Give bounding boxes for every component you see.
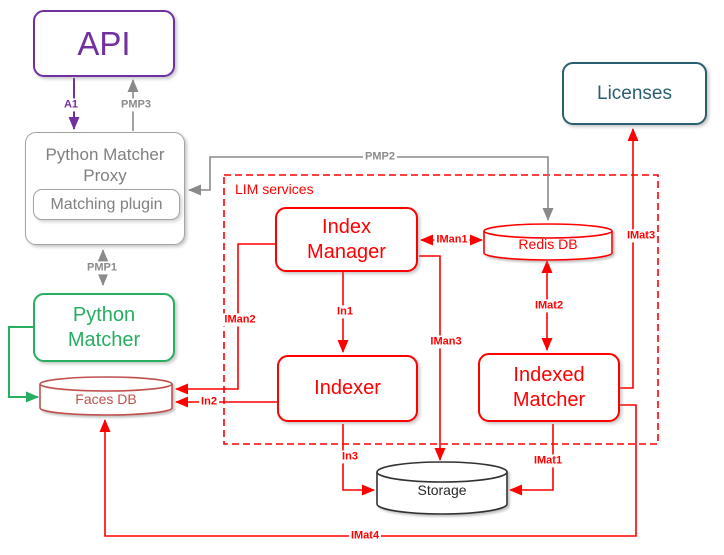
edge-in3 <box>342 424 375 496</box>
index-manager-label: Index Manager <box>307 215 386 263</box>
edge-label-a1: A1 <box>61 98 81 112</box>
edge-label-in2: In2 <box>199 395 219 409</box>
edge-imat1 <box>509 424 554 496</box>
matching-plugin-node: Matching plugin <box>33 189 180 220</box>
edge-label-imat2: IMat2 <box>532 299 566 313</box>
edge-label-imat4: IMat4 <box>348 529 382 543</box>
licenses-node: Licenses <box>562 62 707 125</box>
matching-plugin-label: Matching plugin <box>50 195 163 213</box>
connectors <box>8 78 639 537</box>
api-node: API <box>33 10 175 77</box>
edge-label-pmp1: PMP1 <box>85 261 119 275</box>
licenses-label: Licenses <box>597 82 672 104</box>
edge-iman3 <box>419 255 446 461</box>
edge-label-iman3: IMan3 <box>428 335 464 349</box>
edge-imat3 <box>620 128 639 389</box>
api-label: API <box>77 24 131 62</box>
edge-label-pmp3: PMP3 <box>119 98 153 112</box>
lim-services-boundary <box>223 174 659 445</box>
faces-db-cylinder <box>39 376 173 416</box>
edge-label-in3: In3 <box>340 450 360 464</box>
storage-label: Storage <box>417 482 467 498</box>
edge-label-imat1: IMat1 <box>531 454 565 468</box>
indexer-node: Indexer <box>277 355 418 422</box>
python-matcher-proxy-node: Python Matcher Proxy Matching plugin <box>25 132 185 245</box>
python-matcher-proxy-label: Python Matcher Proxy <box>45 145 165 186</box>
edge-label-pmp2: PMP2 <box>363 150 397 164</box>
index-manager-node: Index Manager <box>275 207 418 272</box>
indexer-label: Indexer <box>314 377 381 399</box>
lim-services-label: LIM services <box>233 181 316 197</box>
edge-pmp2 <box>188 156 554 221</box>
edge-matcher-facesdb <box>8 326 39 403</box>
python-matcher-label: Python Matcher <box>67 303 141 351</box>
indexed-matcher-node: Indexed Matcher <box>478 353 620 422</box>
redis-db-label: Redis DB <box>518 236 578 252</box>
edge-label-iman2: IMan2 <box>222 313 258 327</box>
python-matcher-node: Python Matcher <box>33 293 175 362</box>
storage-cylinder <box>376 461 508 515</box>
faces-db-label: Faces DB <box>75 391 137 407</box>
indexed-matcher-label: Indexed Matcher <box>512 363 586 411</box>
edge-label-iman1: IMan1 <box>434 233 470 247</box>
redis-db-cylinder <box>483 223 613 261</box>
edge-label-in1: In1 <box>335 305 355 319</box>
edge-imat4 <box>99 404 637 537</box>
edge-label-imat3: IMat3 <box>624 229 658 243</box>
